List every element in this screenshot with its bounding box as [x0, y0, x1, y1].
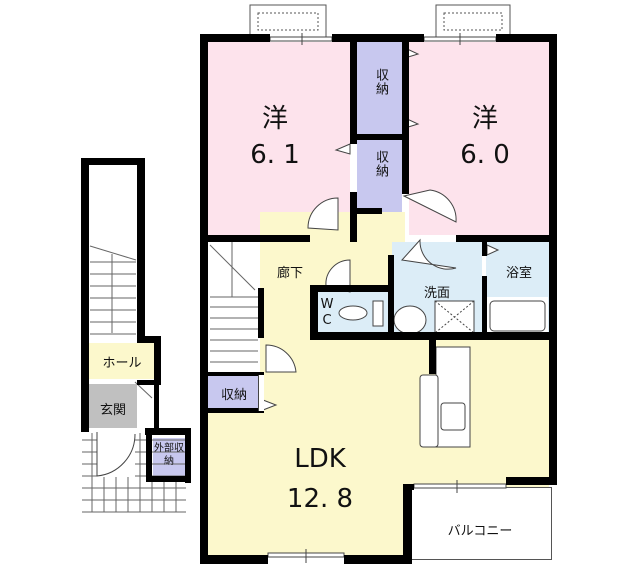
western-room-right-label: 洋: [471, 104, 498, 134]
wall: [146, 435, 152, 480]
toilet-label-c: C: [322, 313, 332, 328]
wall: [154, 380, 159, 432]
wall: [350, 192, 357, 242]
wall: [200, 555, 268, 564]
wall: [200, 34, 208, 564]
storage-middle: [357, 140, 402, 212]
toilet-label-w: W: [320, 297, 334, 312]
storage-upper: [357, 42, 402, 134]
ldk-size: 12. 8: [286, 484, 354, 514]
western-room-right-size: 6. 0: [460, 140, 510, 170]
storage-middle-label: 収納: [373, 150, 388, 178]
wall: [482, 242, 487, 256]
wall: [81, 158, 89, 432]
wall: [429, 332, 436, 374]
wall: [81, 158, 145, 165]
corridor-label: 廊下: [276, 266, 303, 281]
wall: [350, 208, 382, 214]
wall: [145, 428, 191, 435]
ldk-label: LDK: [294, 444, 346, 474]
storage-left: [208, 375, 263, 411]
western-room-left-label: 洋: [261, 104, 288, 134]
wall: [146, 476, 191, 482]
wall: [388, 255, 394, 340]
entrance-room: [89, 384, 137, 428]
wall: [403, 484, 412, 564]
wall: [549, 34, 557, 484]
wall: [310, 285, 390, 292]
balcony-label: バルコニー: [447, 524, 513, 539]
storage-upper-label: 収納: [373, 68, 388, 96]
external-storage-room: [153, 438, 185, 476]
wall: [350, 134, 409, 140]
wall: [200, 34, 270, 42]
wall: [258, 375, 264, 411]
wall: [258, 288, 264, 338]
hall-label: ホール: [102, 356, 142, 371]
balcony: [410, 487, 552, 560]
wall: [137, 158, 145, 343]
wall: [137, 336, 160, 343]
washroom-label: 洗面: [423, 286, 450, 301]
wall: [310, 285, 318, 340]
wall: [506, 477, 557, 485]
wall: [344, 555, 410, 564]
wall: [482, 276, 487, 340]
wall: [496, 34, 557, 42]
wall: [332, 34, 424, 42]
external-storage-label: 外部収納: [154, 443, 184, 467]
wall: [200, 372, 264, 376]
wall: [154, 336, 161, 380]
storage-left-label: 収納: [220, 388, 247, 403]
wall: [185, 428, 191, 483]
wall: [200, 408, 264, 413]
entrance-label: 玄関: [99, 403, 126, 418]
wall: [200, 235, 310, 242]
wall: [402, 34, 409, 194]
bathroom-label: 浴室: [505, 266, 532, 281]
wall: [350, 34, 357, 144]
annex-stairwell: [89, 165, 137, 343]
wall: [456, 235, 557, 242]
hall-room: [89, 343, 154, 379]
western-room-left-size: 6. 1: [250, 140, 300, 170]
wall: [137, 380, 161, 385]
wall: [403, 484, 414, 490]
